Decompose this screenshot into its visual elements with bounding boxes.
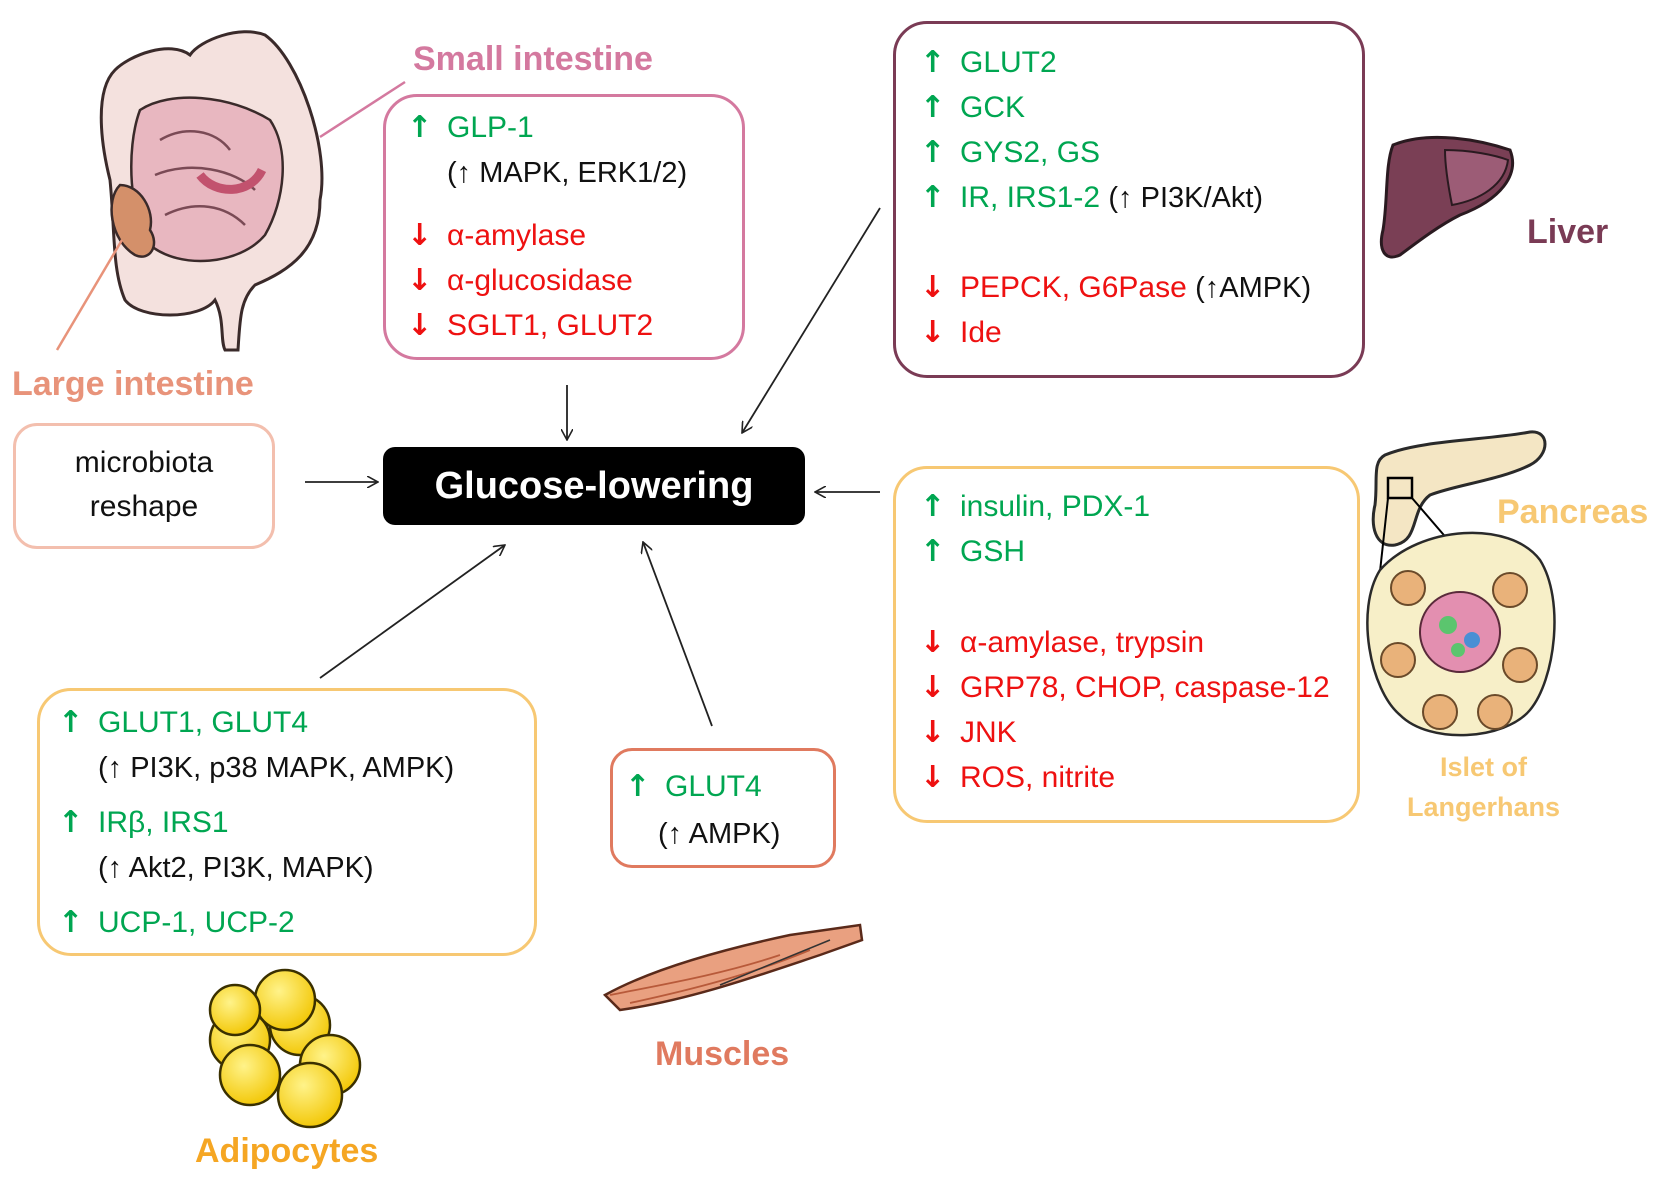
liver-item: ↑GYS2, GS <box>920 131 1100 175</box>
glucose-lowering-node: Glucose-lowering <box>383 447 805 525</box>
small-intestine-label: Small intestine <box>413 40 653 78</box>
up-arrow-icon: ↑ <box>920 489 946 524</box>
large-intestine-pointer <box>55 239 124 351</box>
liver-item: ↓PEPCK, G6Pase (↑AMPK) <box>920 266 1311 310</box>
small-intestine-item: (↑ MAPK, ERK1/2) <box>447 157 688 189</box>
small-intestine-item: ↓α-amylase <box>407 214 586 258</box>
pancreas-item: ↓GRP78, CHOP, caspase-12 <box>920 666 1330 710</box>
down-arrow-icon: ↓ <box>407 263 433 298</box>
up-arrow-icon: ↑ <box>920 45 946 80</box>
up-arrow-icon: ↑ <box>58 905 84 940</box>
pancreas-item: ↓JNK <box>920 711 1017 755</box>
adipocytes-item: ↑UCP-1, UCP-2 <box>58 901 295 945</box>
adipocytes-item: (↑ Akt2, PI3K, MAPK) <box>98 852 374 884</box>
pancreas-item: ↑GSH <box>920 530 1025 574</box>
down-arrow-icon: ↓ <box>920 270 946 305</box>
large-intestine-label: Large intestine <box>12 365 254 403</box>
liver-label: Liver <box>1527 213 1609 251</box>
adipocytes-item: ↑IRβ, IRS1 <box>58 801 229 845</box>
pancreas-box <box>893 466 1360 823</box>
up-arrow-icon: ↑ <box>920 534 946 569</box>
up-arrow-icon: ↑ <box>58 805 84 840</box>
adipocytes-box <box>37 688 537 956</box>
down-arrow-icon: ↓ <box>920 315 946 350</box>
down-arrow-icon: ↓ <box>920 625 946 660</box>
muscles-label: Muscles <box>655 1035 790 1073</box>
liver-item: ↓Ide <box>920 311 1002 355</box>
large-intestine-box: microbiota reshape <box>13 423 275 549</box>
up-arrow-icon: ↑ <box>58 705 84 740</box>
liver-item: ↑IR, IRS1-2 (↑ PI3K/Akt) <box>920 176 1263 220</box>
small-intestine-box <box>383 94 745 360</box>
small-intestine-item: ↓SGLT1, GLUT2 <box>407 304 653 348</box>
adipocytes-illustration <box>208 968 362 1129</box>
muscle-illustration <box>602 923 864 1012</box>
down-arrow-icon: ↓ <box>920 715 946 750</box>
islet-label-line2: Langerhans <box>1407 792 1561 822</box>
liver-item: ↑GCK <box>920 86 1025 130</box>
up-arrow-icon: ↑ <box>407 110 433 145</box>
muscles-box <box>610 748 836 868</box>
up-arrow-icon: ↑ <box>920 90 946 125</box>
pancreas-illustration <box>1366 430 1556 737</box>
up-arrow-icon: ↑ <box>920 135 946 170</box>
liver-item-note: (↑AMPK) <box>1195 272 1312 304</box>
intestine-illustration <box>99 30 324 352</box>
arrow-liver <box>742 207 881 433</box>
adipocytes-item: (↑ PI3K, p38 MAPK, AMPK) <box>98 752 455 784</box>
liver-item-note: (↑ PI3K/Akt) <box>1108 182 1264 214</box>
down-arrow-icon: ↓ <box>407 308 433 343</box>
pancreas-item: ↑insulin, PDX-1 <box>920 485 1150 529</box>
pancreas-item: ↓ROS, nitrite <box>920 756 1115 800</box>
muscles-item: ↑GLUT4 <box>625 765 762 809</box>
pancreas-item: ↓α-amylase, trypsin <box>920 621 1204 665</box>
arrow-muscles <box>643 542 713 727</box>
down-arrow-icon: ↓ <box>920 760 946 795</box>
liver-illustration <box>1379 135 1515 259</box>
down-arrow-icon: ↓ <box>920 670 946 705</box>
muscles-item: (↑ AMPK) <box>658 818 781 850</box>
up-arrow-icon: ↑ <box>625 769 651 804</box>
microbiota-line2: reshape <box>89 490 199 523</box>
small-intestine-pointer <box>319 80 406 139</box>
adipocytes-item: ↑GLUT1, GLUT4 <box>58 701 308 745</box>
liver-box <box>893 21 1365 378</box>
up-arrow-icon: ↑ <box>920 180 946 215</box>
arrow-adipocytes <box>319 545 505 679</box>
islet-label-line1: Islet of <box>1440 752 1528 782</box>
microbiota-line1: microbiota <box>74 446 214 479</box>
adipocytes-label: Adipocytes <box>195 1132 379 1170</box>
small-intestine-item: ↓α-glucosidase <box>407 259 633 303</box>
pancreas-label: Pancreas <box>1497 493 1649 531</box>
small-intestine-item: ↑GLP-1 <box>407 106 534 150</box>
down-arrow-icon: ↓ <box>407 218 433 253</box>
liver-item: ↑GLUT2 <box>920 41 1057 85</box>
